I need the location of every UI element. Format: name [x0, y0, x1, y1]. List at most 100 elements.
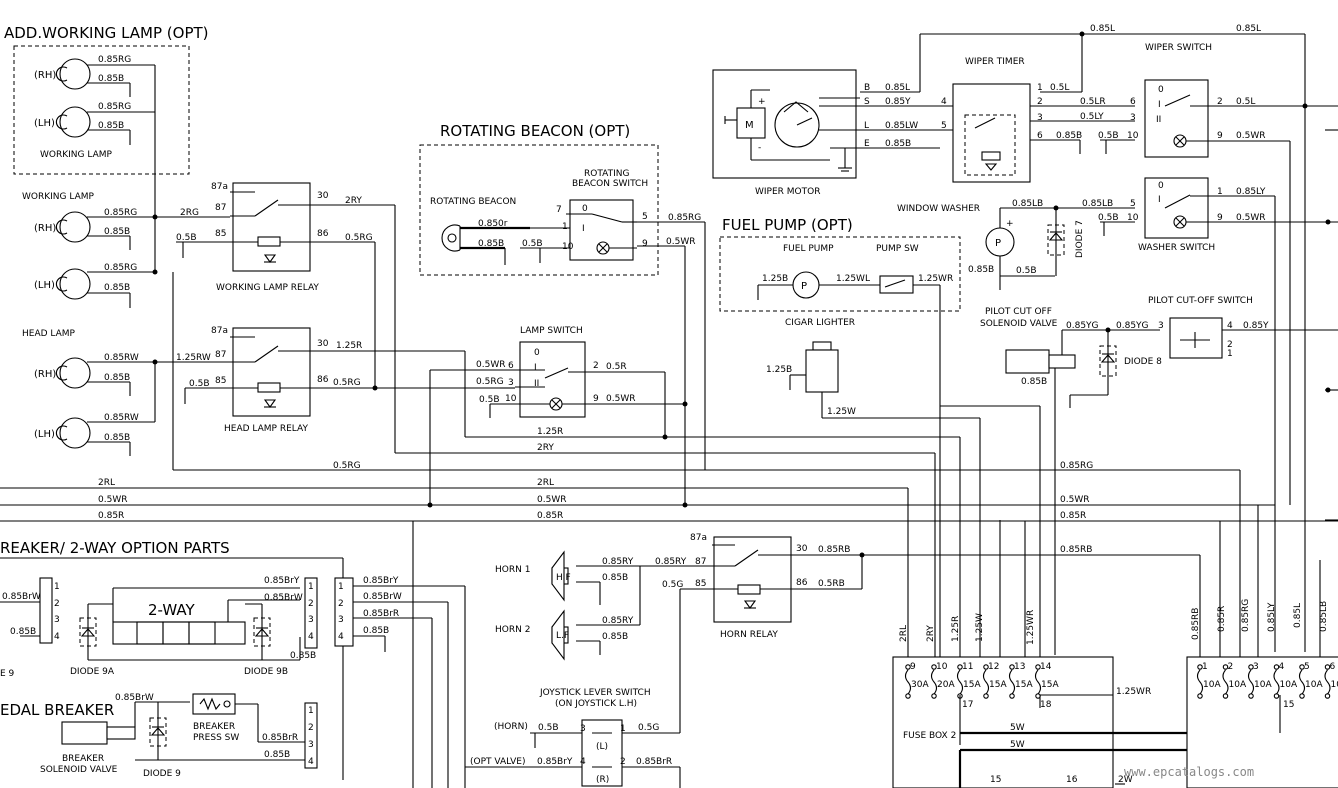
lamp-switch: LAMP SWITCH 0 I II 6 3 10 2 9: [505, 326, 599, 418]
joystick-lever-switch: 3 1 4 2 (L) (R): [580, 719, 626, 787]
svg-text:1.25W: 1.25W: [975, 613, 985, 642]
svg-text:9: 9: [593, 394, 599, 404]
svg-text:0.85BrY: 0.85BrY: [264, 576, 300, 586]
svg-text:1: 1: [620, 724, 626, 734]
svg-text:1.25R: 1.25R: [336, 341, 362, 351]
label-working-lamp-relay: WORKING LAMP RELAY: [216, 283, 319, 293]
svg-text:0.5B: 0.5B: [189, 379, 210, 389]
svg-text:87a: 87a: [211, 182, 228, 192]
svg-text:4: 4: [580, 757, 586, 767]
svg-text:0.85LY: 0.85LY: [1267, 602, 1277, 632]
svg-text:5: 5: [642, 212, 648, 222]
fuel-pump-boundary: [719, 236, 961, 312]
svg-text:3: 3: [54, 615, 60, 625]
svg-text:0.5RG: 0.5RG: [333, 461, 361, 471]
svg-text:L.F: L.F: [556, 631, 569, 641]
svg-text:10: 10: [505, 394, 517, 404]
diode-9a: DIODE 9A: [70, 604, 115, 677]
svg-text:P: P: [801, 281, 807, 292]
svg-text:(LH): (LH): [34, 429, 55, 440]
svg-text:(RH): (RH): [34, 369, 56, 380]
svg-text:0.85B: 0.85B: [363, 626, 389, 636]
svg-text:0.85RG: 0.85RG: [668, 213, 701, 223]
svg-text:2: 2: [620, 757, 626, 767]
svg-text:1: 1: [1217, 187, 1223, 197]
svg-text:0.85B: 0.85B: [264, 750, 290, 760]
breaker-press-switch: BREAKER PRESS SW: [192, 693, 239, 743]
svg-text:0.85BrW: 0.85BrW: [264, 593, 303, 603]
svg-text:(L): (L): [596, 742, 608, 752]
svg-text:1.25R: 1.25R: [537, 427, 563, 437]
svg-text:3: 3: [580, 724, 586, 734]
svg-text:1.25R: 1.25R: [951, 616, 961, 642]
svg-text:0.5WR: 0.5WR: [1060, 495, 1089, 505]
svg-text:0.5RG: 0.5RG: [345, 233, 373, 243]
svg-text:+: +: [758, 97, 766, 107]
svg-text:DIODE 8: DIODE 8: [1124, 357, 1162, 367]
svg-text:0.5G: 0.5G: [638, 723, 659, 733]
svg-text:PRESS SW: PRESS SW: [193, 733, 239, 743]
svg-text:0.85RW: 0.85RW: [104, 353, 139, 363]
label-rh: (RH): [34, 70, 56, 81]
diode-9b: DIODE 9B: [244, 604, 288, 677]
cigar-lighter: 1.25B 1.25W: [766, 341, 980, 419]
svg-text:0.85RG: 0.85RG: [1060, 461, 1093, 471]
svg-text:0.85B: 0.85B: [602, 573, 628, 583]
label-head-lamp: HEAD LAMP: [22, 329, 76, 339]
svg-text:DIODE 9: DIODE 9: [143, 769, 181, 779]
svg-text:SOLENOID VALVE: SOLENOID VALVE: [40, 765, 118, 775]
svg-text:20A: 20A: [937, 680, 955, 690]
svg-text:0.5R: 0.5R: [606, 362, 627, 372]
svg-text:0.85RY: 0.85RY: [602, 616, 634, 626]
svg-text:1.25B: 1.25B: [762, 274, 788, 284]
svg-text:0: 0: [582, 204, 588, 214]
svg-text:1: 1: [1202, 662, 1208, 672]
rotating-beacon-switch: ROTATING BEACON SWITCH 7 0 I 1 10 5 9: [556, 169, 648, 261]
svg-text:S: S: [864, 97, 870, 107]
svg-text:M: M: [745, 120, 754, 131]
svg-text:4: 4: [1279, 662, 1285, 672]
svg-text:BREAKER: BREAKER: [193, 722, 235, 732]
svg-text:FUEL PUMP: FUEL PUMP: [783, 244, 834, 254]
svg-text:15: 15: [1283, 700, 1294, 710]
svg-text:0.85B: 0.85B: [98, 74, 124, 84]
label-cigar-lighter: CIGAR LIGHTER: [785, 318, 855, 328]
horn-1: H.F 0.85RY 0.85B: [551, 550, 655, 605]
label-pilot-cutoff-switch: PILOT CUT-OFF SWITCH: [1148, 296, 1253, 306]
rotating-beacon-lamp: 0.850r 0.85B: [441, 219, 530, 265]
two-way-valve: 2-WAY: [88, 587, 300, 645]
svg-text:87: 87: [695, 557, 706, 567]
svg-text:II: II: [534, 379, 539, 389]
svg-text:3: 3: [1037, 113, 1043, 123]
svg-text:0.5RG: 0.5RG: [476, 377, 504, 387]
svg-text:86: 86: [317, 375, 329, 385]
svg-text:87: 87: [215, 350, 226, 360]
svg-text:0.5RG: 0.5RG: [333, 378, 361, 388]
section-title-add-working-lamp: ADD.WORKING LAMP (OPT): [4, 24, 209, 42]
svg-text:2: 2: [1037, 97, 1043, 107]
svg-text:0.5B: 0.5B: [1016, 266, 1037, 276]
horn-relay: 87a 87 85 30 86 HORN RELAY: [690, 533, 808, 640]
svg-text:2RL: 2RL: [899, 625, 909, 642]
svg-text:B: B: [864, 83, 870, 93]
section-title-breaker: REAKER/ 2-WAY OPTION PARTS: [0, 539, 230, 557]
svg-text:0.85L: 0.85L: [1293, 603, 1303, 628]
svg-text:10: 10: [936, 662, 948, 672]
svg-text:3: 3: [338, 615, 344, 625]
svg-text:1: 1: [338, 582, 344, 592]
rotating-beacon-boundary: [419, 144, 659, 276]
svg-text:85: 85: [215, 376, 226, 386]
svg-text:17: 17: [962, 700, 973, 710]
svg-text:1.25WR: 1.25WR: [1116, 687, 1151, 697]
svg-text:87a: 87a: [690, 533, 707, 543]
svg-text:HORN 2: HORN 2: [495, 625, 530, 635]
svg-text:9: 9: [1217, 213, 1223, 223]
svg-text:I: I: [1158, 195, 1161, 205]
svg-text:0.85LW: 0.85LW: [885, 121, 918, 131]
svg-text:(OPT VALVE): (OPT VALVE): [470, 757, 526, 767]
svg-text:II: II: [1156, 115, 1161, 125]
